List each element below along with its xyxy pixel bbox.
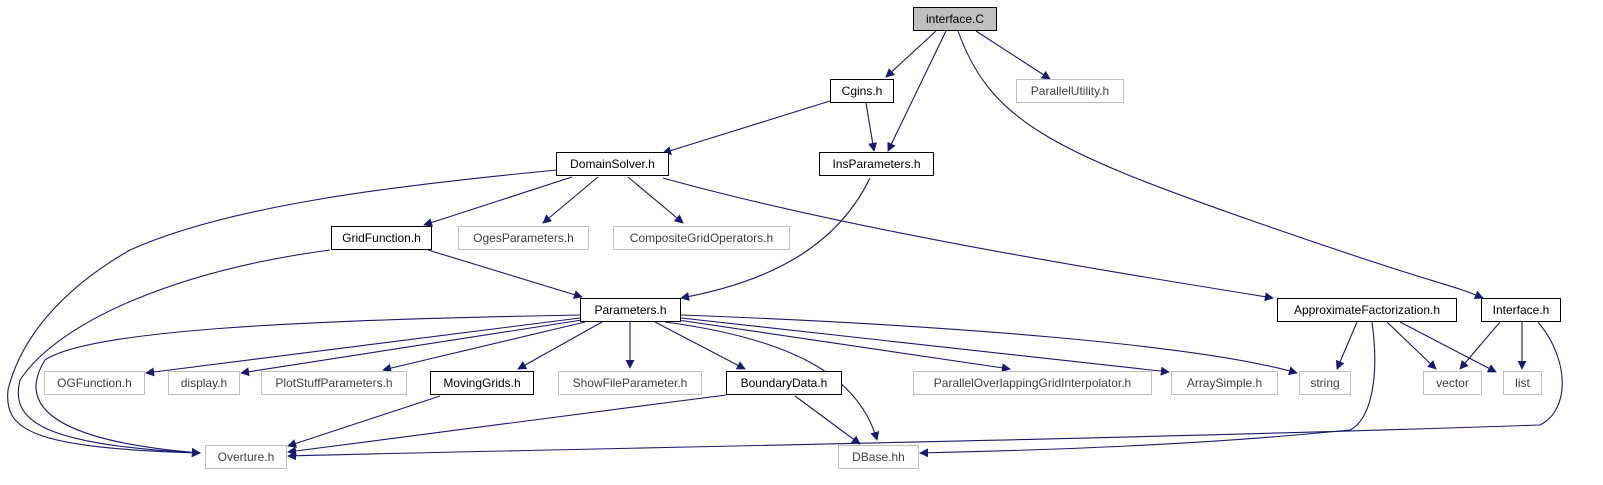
edge-parameters-h-to-ogfunction-h [145, 317, 581, 377]
edge-gridfunction-h-to-overture-h [17, 249, 331, 458]
node-paralleloverlappinggridinterpolator-h: ParallelOverlappingGridInterpolator.h [913, 371, 1152, 395]
edge-boundarydata-h-to-dbase-hh [794, 395, 861, 445]
node-parallelutility-h: ParallelUtility.h [1016, 79, 1124, 103]
node-showfileparameter-h: ShowFileParameter.h [558, 371, 702, 395]
edge-domainsolver-h-to-overture-h [7, 169, 558, 458]
edge-parameters-h-to-dbase-hh [664, 321, 880, 441]
edge-interface-h-to-vector [1459, 321, 1501, 370]
edge-approximatefactorization-h-to-dbase-hh [919, 321, 1376, 458]
edge-parameters-h-to-boundarydata-h [654, 321, 746, 370]
edge-parameters-h-to-display-h [240, 319, 583, 377]
edge-domainsolver-h-to-approximatefactorization-h [662, 177, 1274, 302]
edge-cgins-h-to-domainsolver-h [662, 100, 831, 155]
edge-interface-h-to-overture-h [287, 321, 1563, 461]
node-approximatefactorization-h[interactable]: ApproximateFactorization.h [1277, 298, 1457, 322]
edge-interface-c-to-interface-h [957, 30, 1484, 300]
edge-parameters-h-to-movinggrids-h [517, 321, 603, 370]
node-dbase-hh: DBase.hh [838, 445, 919, 469]
edge-cgins-h-to-insparameters-h [865, 102, 878, 152]
edge-parameters-h-to-overture-h [35, 314, 581, 457]
edge-boundarydata-h-to-overture-h [287, 394, 727, 456]
node-display-h: display.h [168, 371, 240, 395]
edge-movinggrids-h-to-overture-h [287, 395, 441, 448]
edge-parameters-h-to-string [680, 314, 1298, 376]
edge-approximatefactorization-h-to-list [1399, 321, 1497, 373]
node-insparameters-h[interactable]: InsParameters.h [819, 152, 934, 176]
edge-domainsolver-h-to-gridfunction-h [423, 176, 573, 227]
edge-parameters-h-to-plotstuffparameters-h [382, 321, 586, 373]
edge-insparameters-h-to-parameters-h [680, 177, 871, 301]
edge-approximatefactorization-h-to-vector [1386, 321, 1437, 370]
node-interface-c: interface.C [913, 7, 997, 31]
node-interface-h[interactable]: Interface.h [1481, 298, 1561, 322]
node-ogfunction-h: OGFunction.h [44, 371, 145, 395]
node-movinggrids-h[interactable]: MovingGrids.h [430, 371, 534, 395]
node-ogesparameters-h: OgesParameters.h [458, 226, 589, 250]
node-gridfunction-h[interactable]: GridFunction.h [331, 226, 432, 250]
edge-parameters-h-to-arraysimple-h [680, 317, 1170, 376]
node-arraysimple-h: ArraySimple.h [1171, 371, 1278, 395]
edge-gridfunction-h-to-parameters-h [427, 249, 583, 299]
node-string: string [1299, 371, 1351, 395]
node-list: list [1503, 371, 1542, 395]
node-domainsolver-h[interactable]: DomainSolver.h [556, 152, 669, 176]
node-boundarydata-h[interactable]: BoundaryData.h [726, 371, 842, 395]
edge-domainsolver-h-to-ogesparameters-h [542, 176, 599, 224]
node-compositegridoperators-h: CompositeGridOperators.h [613, 226, 790, 250]
edge-interface-c-to-cgins-h [885, 30, 937, 78]
node-vector: vector [1423, 371, 1482, 395]
edge-interface-c-to-insparameters-h [887, 30, 947, 152]
node-plotstuffparameters-h: PlotStuffParameters.h [261, 371, 407, 395]
edge-domainsolver-h-to-compositegridoperators-h [627, 176, 684, 224]
edge-parameters-h-to-paralleloverlappinggridinterpolator-h [677, 319, 1011, 373]
edge-interface-c-to-parallelutility-h [975, 30, 1051, 80]
node-cgins-h[interactable]: Cgins.h [830, 79, 894, 103]
node-parameters-h[interactable]: Parameters.h [580, 298, 681, 322]
node-overture-h: Overture.h [205, 445, 287, 469]
edge-approximatefactorization-h-to-string [1336, 321, 1358, 370]
